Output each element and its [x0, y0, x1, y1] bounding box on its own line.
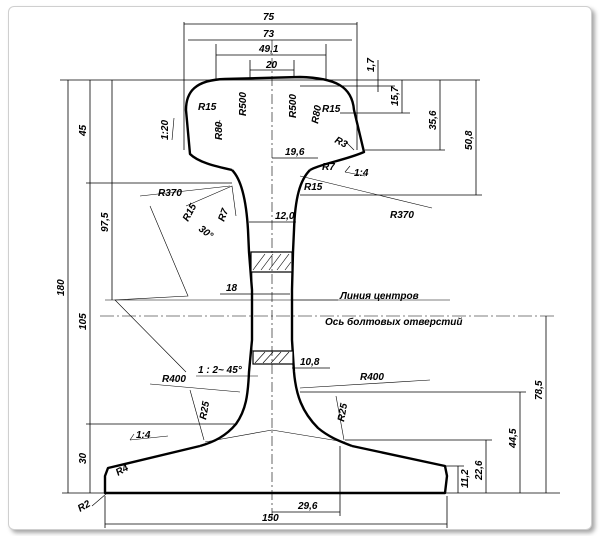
neck-angle-lines [185, 185, 237, 217]
dim-105: 105 [78, 183, 236, 425]
dim-97-5: 97,5 [100, 80, 113, 300]
label-r15-right: R15 [322, 104, 341, 115]
svg-text:22,6: 22,6 [474, 460, 485, 481]
svg-text:150: 150 [262, 513, 279, 524]
svg-text:1,7: 1,7 [366, 58, 377, 72]
dim-78-5: 78,5 [534, 316, 547, 493]
label-r80-right: R80 [310, 104, 324, 124]
drawing-frame [8, 6, 592, 530]
label-slope-1-20: 1:20 [160, 120, 171, 140]
svg-text:180: 180 [56, 279, 67, 296]
dim-1-7: 1,7 [366, 58, 379, 92]
label-r2: R2 [76, 498, 93, 514]
label-r15-left: R15 [198, 102, 217, 113]
svg-text:30: 30 [78, 452, 89, 464]
label-r370-right: R370 [390, 210, 414, 221]
dim-45: 45 [78, 80, 232, 184]
dim-19-6: 19,6 [272, 147, 318, 159]
label-r15-neck-right: R15 [304, 182, 323, 193]
label-center-line: Линия центров [339, 291, 419, 302]
dim-49-1: 49,1 [215, 44, 327, 80]
svg-text:20: 20 [265, 60, 278, 71]
svg-text:75: 75 [263, 12, 275, 23]
construction-zigzag [114, 205, 189, 373]
dim-15-7: 15,7 [340, 80, 410, 114]
dim-35-6: 35,6 [365, 80, 445, 151]
label-bolt-axis: Ось болтовых отверстий [325, 316, 463, 328]
svg-text:29,6: 29,6 [297, 501, 318, 512]
svg-text:105: 105 [78, 313, 89, 330]
svg-text:1:4: 1:4 [354, 168, 369, 179]
label-r500-right: R500 [288, 94, 299, 118]
label-r370-left: R370 [158, 188, 182, 199]
slope-1-4-base: 1:4 [129, 430, 169, 441]
dim-44-5: 44,5 [300, 391, 526, 493]
dim-180: 180 [56, 80, 105, 494]
label-r7-left: R7 [216, 207, 231, 223]
label-r3: R3 [333, 135, 350, 151]
dim-29-6: 29,6 [272, 446, 341, 516]
dim-50-8: 50,8 [300, 80, 482, 196]
leader-r2 [91, 493, 107, 507]
slope-1-20-mark [171, 117, 175, 141]
leader-r400-left [149, 383, 241, 393]
dim-12-0: 12,0 [249, 211, 296, 223]
label-r80-left: R80 [214, 121, 225, 140]
svg-text:19,6: 19,6 [285, 147, 305, 158]
svg-text:35,6: 35,6 [428, 110, 439, 130]
label-r25-left: R25 [198, 400, 212, 420]
leader-r370-right [299, 175, 433, 209]
dim-11-2: 11,2 [446, 465, 471, 493]
leader-r25-right [335, 395, 345, 441]
dim-10-8: 10,8 [292, 357, 330, 369]
svg-text:45: 45 [78, 124, 89, 137]
svg-text:1 : 2~ 45°: 1 : 2~ 45° [198, 365, 243, 376]
dim-18: 18 [220, 283, 290, 295]
leader-r370-left [139, 185, 231, 197]
rail-head-outline [184, 75, 366, 172]
dim-20: 20 [249, 60, 295, 78]
label-angle-30: 30° [196, 224, 215, 243]
dim-22-6: 22,6 [345, 439, 492, 493]
leader-r400-right [299, 379, 431, 389]
bolt-hole-upper [250, 251, 293, 273]
label-r15-neck-left: R15 [181, 202, 200, 224]
svg-text:97,5: 97,5 [100, 212, 111, 232]
base-construction [204, 429, 346, 443]
svg-text:50,8: 50,8 [464, 130, 475, 150]
svg-text:18: 18 [226, 283, 238, 294]
label-r500-left: R500 [238, 92, 249, 116]
label-r25-right: R25 [336, 402, 350, 422]
label-r7-right: R7 [322, 162, 335, 173]
rail-web-left [199, 169, 254, 448]
svg-text:44,5: 44,5 [508, 428, 519, 449]
label-r400-right: R400 [360, 372, 384, 383]
svg-text:49,1: 49,1 [258, 44, 279, 55]
svg-text:12,0: 12,0 [275, 211, 295, 222]
dim-30: 30 [78, 424, 91, 493]
bolt-hole-lower [252, 350, 294, 365]
svg-text:15,7: 15,7 [390, 86, 401, 106]
svg-text:78,5: 78,5 [534, 380, 545, 400]
leader-r25-left [189, 389, 205, 441]
slope-1-4-head: 1:4 [344, 165, 369, 179]
rail-base-outline [103, 444, 449, 495]
leader-r80-left [217, 119, 221, 129]
svg-text:73: 73 [263, 29, 275, 40]
rail-web-right [290, 169, 353, 448]
label-r400-left: R400 [162, 374, 186, 385]
dim-150: 150 [104, 496, 448, 528]
dim-73: 73 [188, 29, 352, 41]
leader-r3 [345, 141, 355, 151]
svg-text:1:4: 1:4 [136, 430, 151, 441]
svg-text:11,2: 11,2 [460, 469, 471, 488]
svg-text:10,8: 10,8 [300, 357, 320, 368]
chamfer-note: 1 : 2~ 45° [196, 365, 258, 377]
